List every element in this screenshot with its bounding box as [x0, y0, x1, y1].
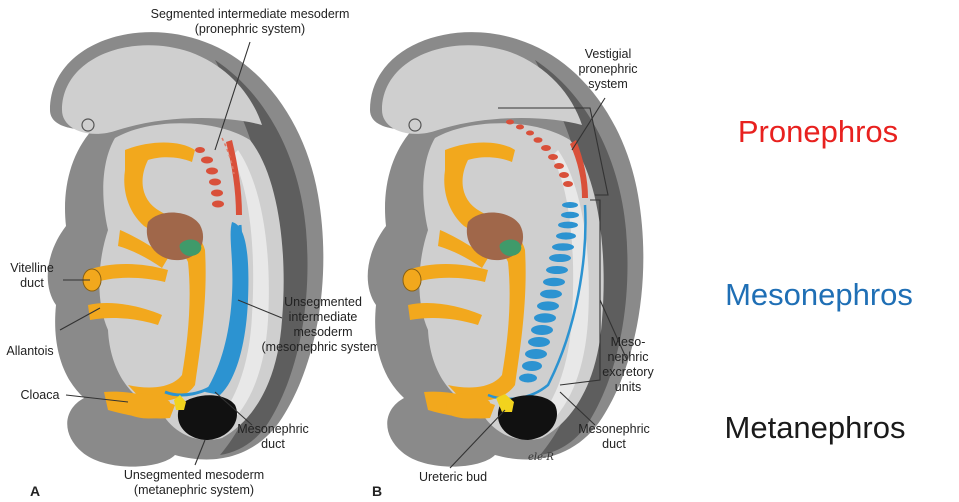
label-intermediate: intermediate [289, 310, 358, 324]
panel-b: Vestigial pronephric system Meso- nephri… [368, 32, 655, 499]
label-cloaca: Cloaca [21, 388, 60, 402]
label-pronephric: pronephric [578, 62, 637, 76]
label-units: units [615, 380, 641, 394]
panel-b-letter: B [372, 483, 382, 499]
label-mesonephric-duct-b-2: duct [602, 437, 626, 451]
artist-signature: ele-R [528, 452, 554, 463]
label-system: system [588, 77, 628, 91]
label-unsegmented-mesoderm: Unsegmented mesoderm [124, 468, 264, 482]
label-mesonephric-system: (mesonephric system) [262, 340, 385, 354]
label-mesoderm: mesoderm [293, 325, 352, 339]
label-nephric: nephric [608, 350, 649, 364]
label-allantois: Allantois [6, 344, 53, 358]
legend-mesonephros: Mesonephros [725, 277, 913, 312]
label-unsegmented: Unsegmented [284, 295, 362, 309]
label-mesonephric-duct-a: Mesonephric [237, 422, 309, 436]
label-segmented-intermediate-mesoderm: Segmented intermediate mesoderm [151, 7, 350, 21]
legend-pronephros: Pronephros [738, 114, 898, 149]
label-ureteric-bud: Ureteric bud [419, 470, 487, 484]
label-excretory: excretory [602, 365, 654, 379]
stage-legend: Pronephros Mesonephros Metanephros [725, 114, 913, 445]
label-vitelline-duct: duct [20, 276, 44, 290]
label-metanephric-system: (metanephric system) [134, 483, 254, 497]
legend-metanephros: Metanephros [725, 410, 906, 445]
label-meso: Meso- [611, 335, 646, 349]
label-mesonephric-duct-b: Mesonephric [578, 422, 650, 436]
panel-a-letter: A [30, 483, 40, 499]
label-vitelline: Vitelline [10, 261, 54, 275]
panel-a: Segmented intermediate mesoderm (proneph… [6, 7, 384, 499]
label-vestigial: Vestigial [585, 47, 632, 61]
vitelline-duct-opening-b [403, 269, 421, 291]
label-mesonephric-duct-a-2: duct [261, 437, 285, 451]
label-pronephric-system: (pronephric system) [195, 22, 305, 36]
